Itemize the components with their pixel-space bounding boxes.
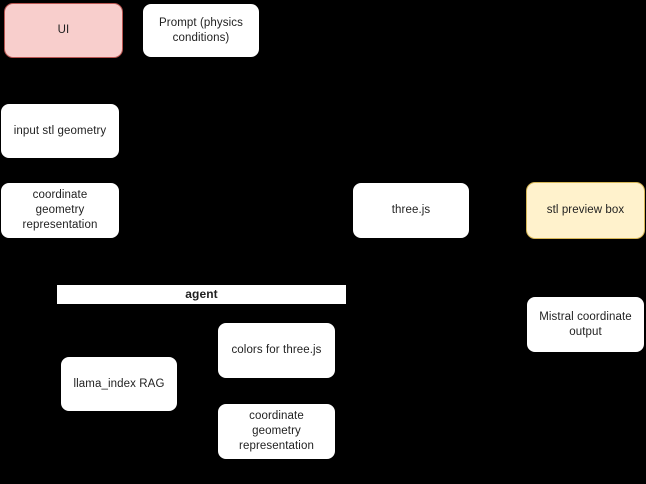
node-label: coordinate geometry representation	[22, 189, 98, 231]
node-coordinate-geometry-representation-bottom[interactable]: coordinate geometry representation	[217, 403, 336, 460]
node-llama-index-rag[interactable]: llama_index RAG	[60, 356, 178, 412]
node-label: Mistral coordinate output	[539, 310, 632, 338]
node-input-stl-geometry[interactable]: input stl geometry	[0, 103, 120, 159]
node-ui[interactable]: UI	[4, 3, 123, 58]
node-stl-preview-box[interactable]: stl preview box	[526, 182, 645, 239]
node-label: three.js	[391, 204, 431, 216]
node-mistral-coordinate-output[interactable]: Mistral coordinate output	[526, 296, 645, 353]
node-label: stl preview box	[546, 204, 625, 216]
node-colors-for-three-js[interactable]: colors for three.js	[217, 322, 336, 379]
node-label: Prompt (physics conditions)	[159, 16, 243, 44]
node-label: colors for three.js	[231, 344, 322, 356]
node-label: UI	[57, 24, 70, 36]
node-agent[interactable]: agent	[57, 285, 346, 304]
node-label: llama_index RAG	[73, 377, 165, 390]
node-prompt[interactable]: Prompt (physics conditions)	[142, 3, 260, 58]
node-coordinate-geometry-representation-left[interactable]: coordinate geometry representation	[0, 182, 120, 239]
node-label: coordinate geometry representation	[239, 410, 314, 452]
node-three-js[interactable]: three.js	[352, 182, 470, 239]
node-label: agent	[185, 287, 218, 301]
node-label: input stl geometry	[13, 124, 107, 137]
